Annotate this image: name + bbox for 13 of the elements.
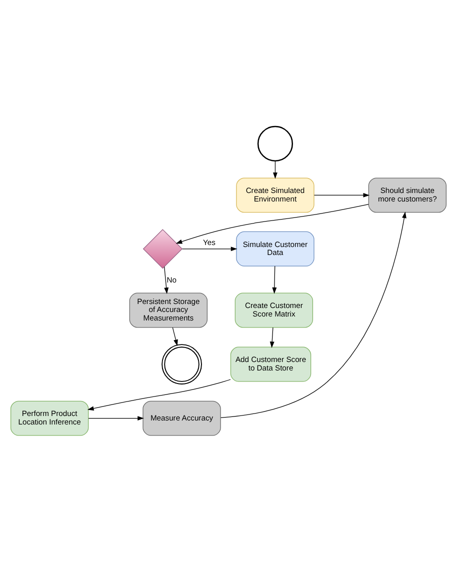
arrow	[220, 211, 406, 418]
arrow	[87, 378, 231, 410]
arrow	[88, 416, 144, 420]
node-circle	[162, 344, 202, 384]
arrow	[273, 160, 278, 178]
arrow	[164, 266, 169, 294]
arrow	[270, 326, 274, 348]
arrow	[272, 265, 277, 294]
arrow	[314, 192, 370, 197]
arrow	[182, 246, 238, 251]
arrow	[172, 326, 178, 346]
arrow	[176, 203, 369, 244]
node-circle	[257, 125, 294, 161]
